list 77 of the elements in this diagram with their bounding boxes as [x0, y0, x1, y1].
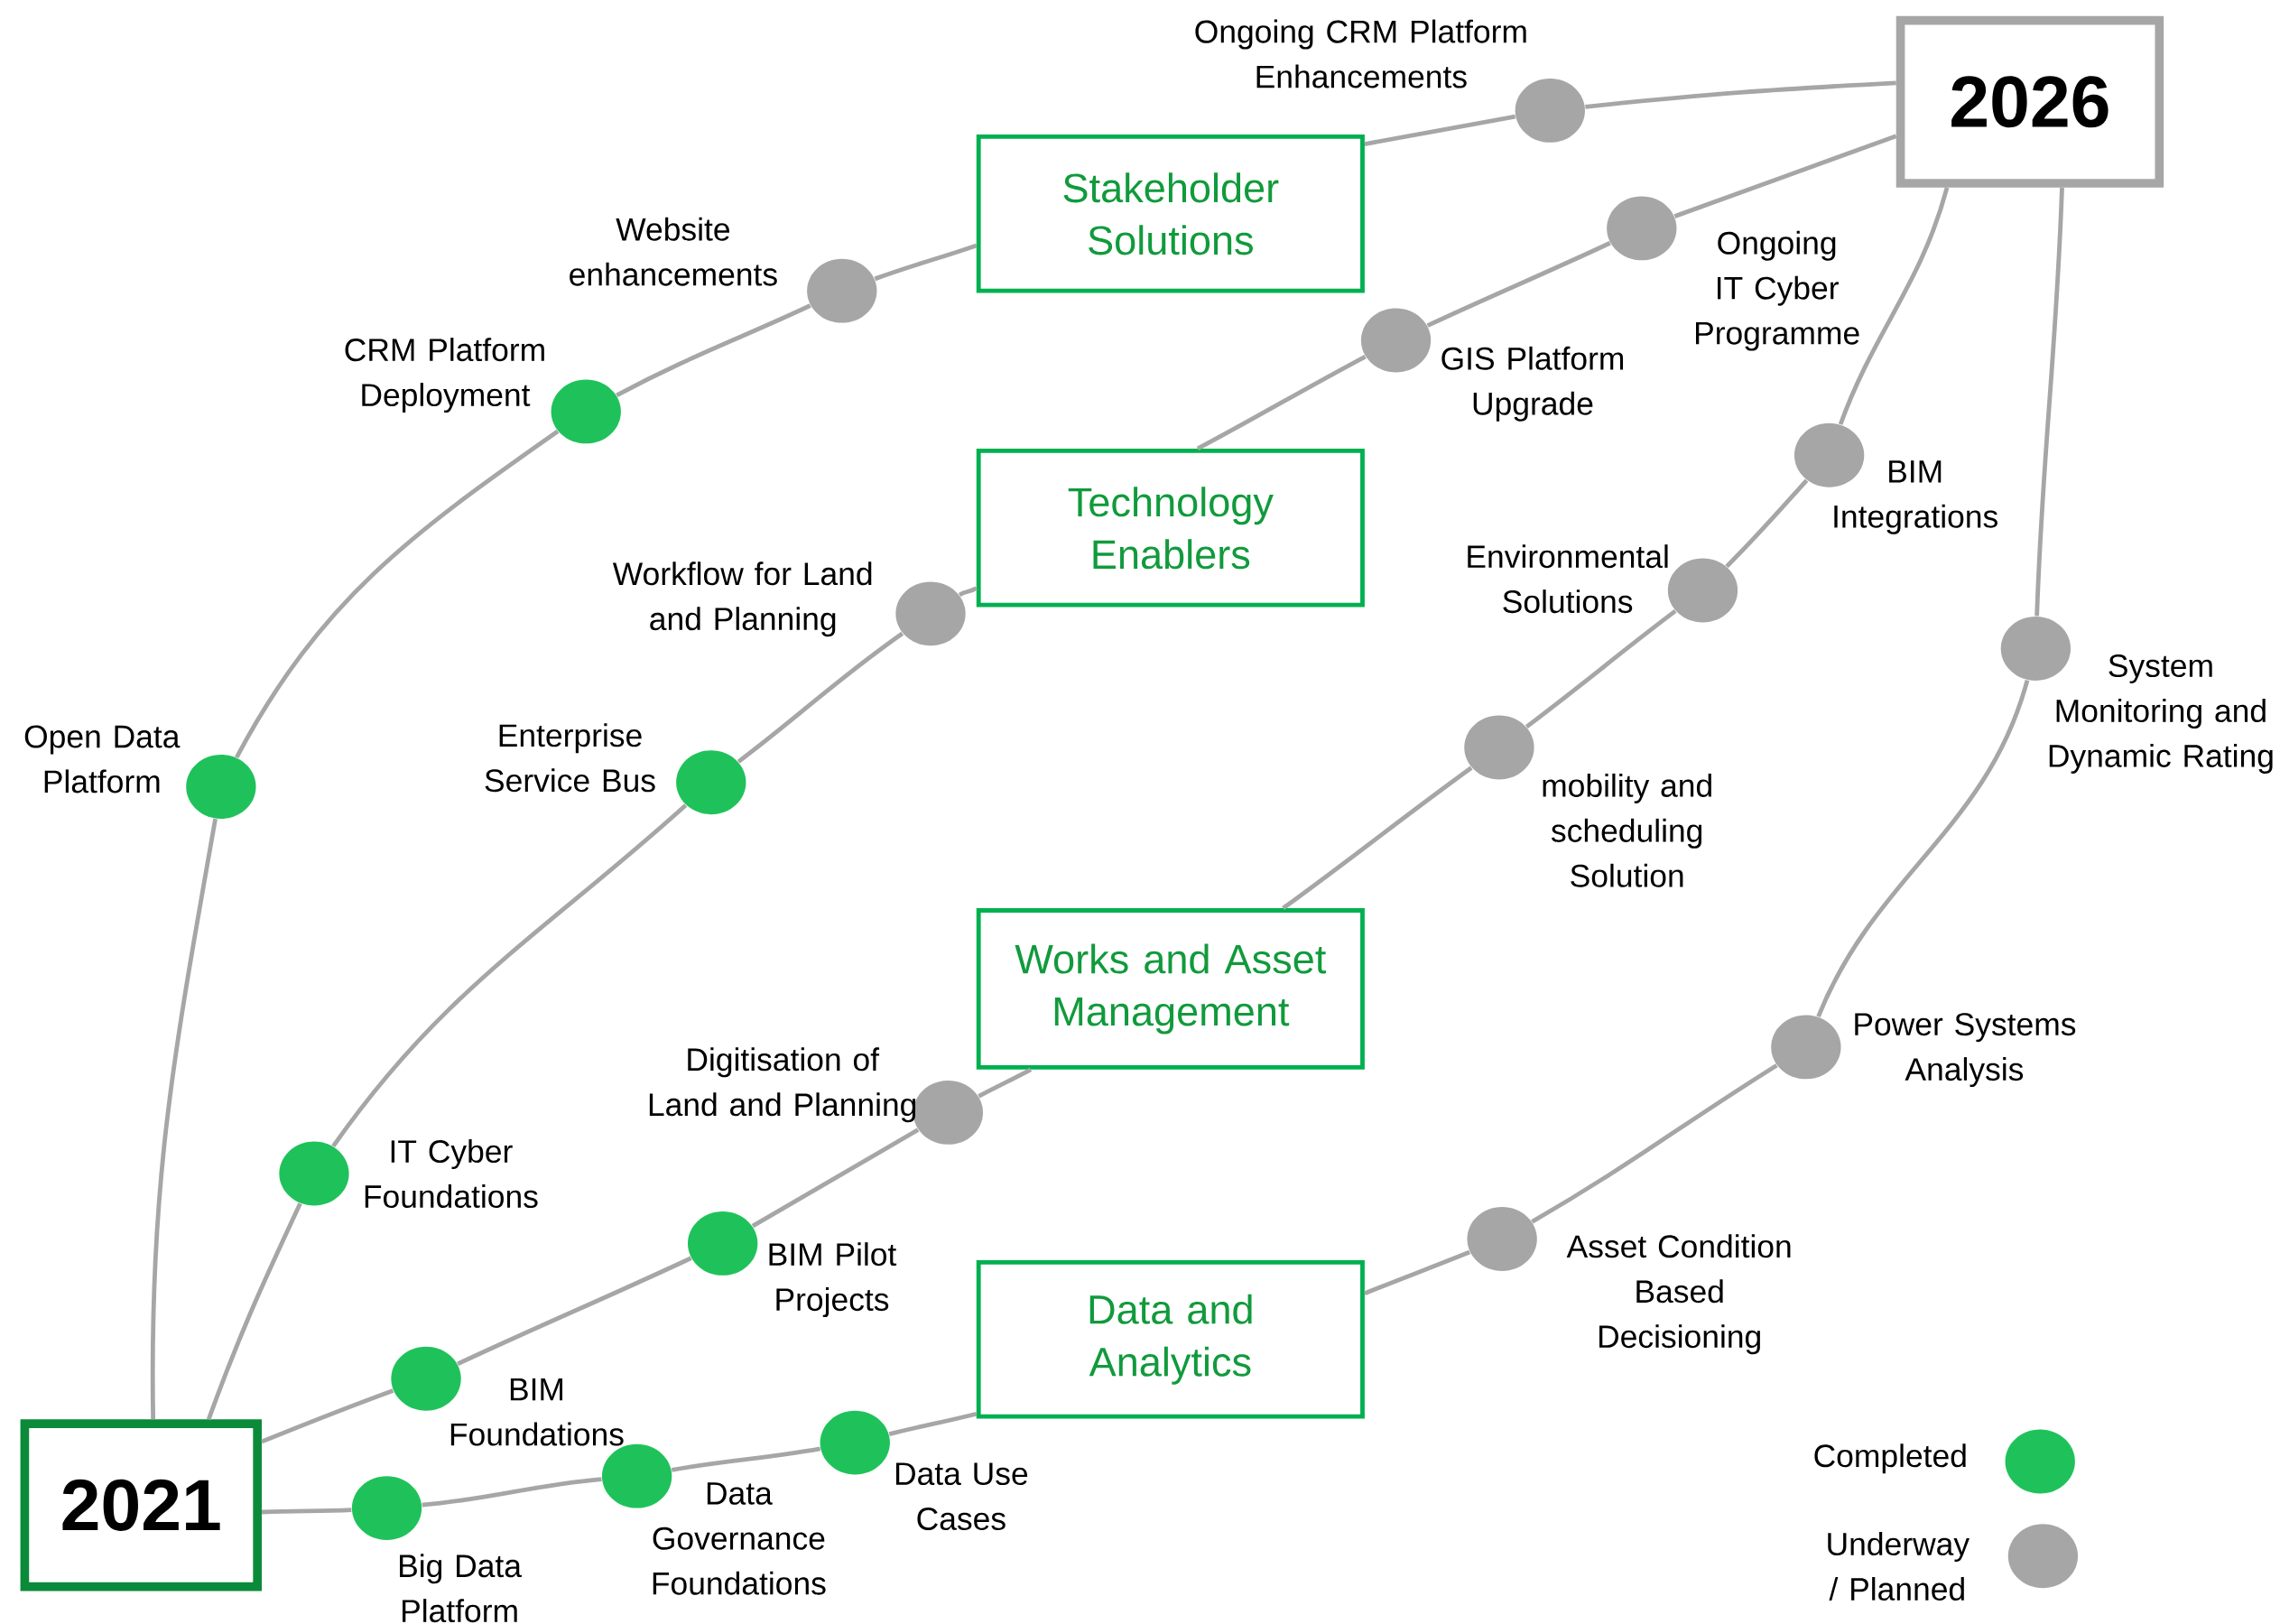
milestone-label: BIM Integrations	[1834, 459, 1997, 534]
milestone-dot	[279, 1141, 349, 1206]
milestone-label: Environmental Solutions	[1468, 543, 1668, 613]
category-box: Stakeholder Solutions	[976, 134, 1365, 293]
connector-line	[1364, 1249, 1471, 1295]
milestone-label: BIM Pilot Projects	[769, 1241, 897, 1317]
milestone-label: CRM Platform Deployment	[345, 337, 544, 413]
connector-line	[206, 1202, 302, 1420]
milestone-label: Ongoing CRM Platform Enhancements	[1195, 19, 1526, 88]
milestone-label: Data Use Cases	[895, 1462, 1028, 1530]
milestone-dot	[186, 754, 256, 819]
milestone-label: Ongoing IT Cyber Programme	[1696, 230, 1859, 351]
milestone-label: GIS Platform Upgrade	[1441, 346, 1624, 422]
connector-line	[422, 1476, 602, 1508]
milestone-label: System Monitoring and Dynamic Rating	[2049, 654, 2273, 774]
milestone-dot	[1515, 78, 1585, 143]
connector-line	[671, 1446, 821, 1472]
milestone-label: Asset Condition Based Decisioning	[1566, 1234, 1791, 1354]
milestone-dot	[1793, 422, 1865, 487]
connector-line	[616, 303, 811, 397]
legend-label: Completed	[1814, 1443, 1966, 1474]
milestone-dot	[351, 1475, 422, 1540]
connector-line	[1585, 80, 1896, 109]
connector-line	[235, 429, 560, 759]
connector-line	[457, 1256, 692, 1366]
milestone-dot	[820, 1410, 890, 1475]
category-box: Works and Asset Management	[976, 907, 1365, 1070]
year-box: 2026	[1895, 15, 2164, 188]
legend-label: Underway / Planned	[1828, 1531, 1970, 1601]
connector-line	[978, 1067, 1033, 1099]
milestone-dot	[895, 581, 966, 646]
milestone-label: Enterprise Service Bus	[485, 723, 655, 793]
milestone-label: Data Governance Foundations	[653, 1481, 826, 1595]
milestone-dot	[1667, 558, 1738, 623]
milestone-label: mobility and scheduling Solution	[1543, 773, 1711, 887]
connector-line	[751, 1128, 920, 1229]
milestone-label: BIM Foundations	[450, 1378, 624, 1446]
milestone-dot	[2000, 616, 2071, 681]
milestone-label: Big Data Platform	[400, 1554, 522, 1622]
milestone-dot	[1607, 196, 1677, 261]
connector-line	[331, 803, 688, 1147]
connector-line	[737, 631, 904, 764]
connector-line	[1673, 134, 1897, 218]
connector-line	[1816, 679, 2030, 1017]
connector-line	[1838, 186, 1950, 425]
connector-line	[1426, 240, 1611, 328]
milestone-dot	[1464, 715, 1534, 780]
year-box: 2021	[20, 1419, 262, 1592]
connector-line	[2034, 187, 2064, 617]
connector-line	[1196, 354, 1367, 450]
connector-line	[1525, 608, 1677, 728]
milestone-dot	[1467, 1206, 1537, 1271]
milestone-dot	[1360, 308, 1432, 373]
connector-line	[874, 243, 978, 281]
category-box: Technology Enablers	[976, 448, 1365, 608]
milestone-label: Digitisation of Land and Planning	[649, 1047, 916, 1123]
milestone-dot	[551, 379, 621, 444]
connector-line	[958, 586, 978, 597]
connector-line	[1282, 766, 1473, 910]
milestone-dot	[807, 258, 877, 323]
connector-line	[1725, 478, 1809, 568]
milestone-label: Website enhancements	[570, 217, 777, 286]
connector-line	[261, 1388, 394, 1444]
milestone-dot	[391, 1346, 461, 1411]
milestone-label: Workflow for Land and Planning	[612, 561, 872, 636]
milestone-dot	[676, 750, 746, 814]
milestone-dot	[688, 1211, 758, 1276]
connector-line	[1531, 1063, 1778, 1224]
connector-line	[261, 1508, 352, 1515]
milestone-label: Power Systems Analysis	[1855, 1012, 2076, 1087]
milestone-label: Open Data Platform	[24, 725, 181, 793]
milestone-label: IT Cyber Foundations	[365, 1138, 538, 1208]
connector-line	[888, 1411, 978, 1436]
connector-line	[150, 818, 218, 1420]
category-box: Data and Analytics	[976, 1259, 1365, 1419]
milestone-dot	[1771, 1015, 1841, 1080]
connector-line	[1364, 114, 1516, 146]
